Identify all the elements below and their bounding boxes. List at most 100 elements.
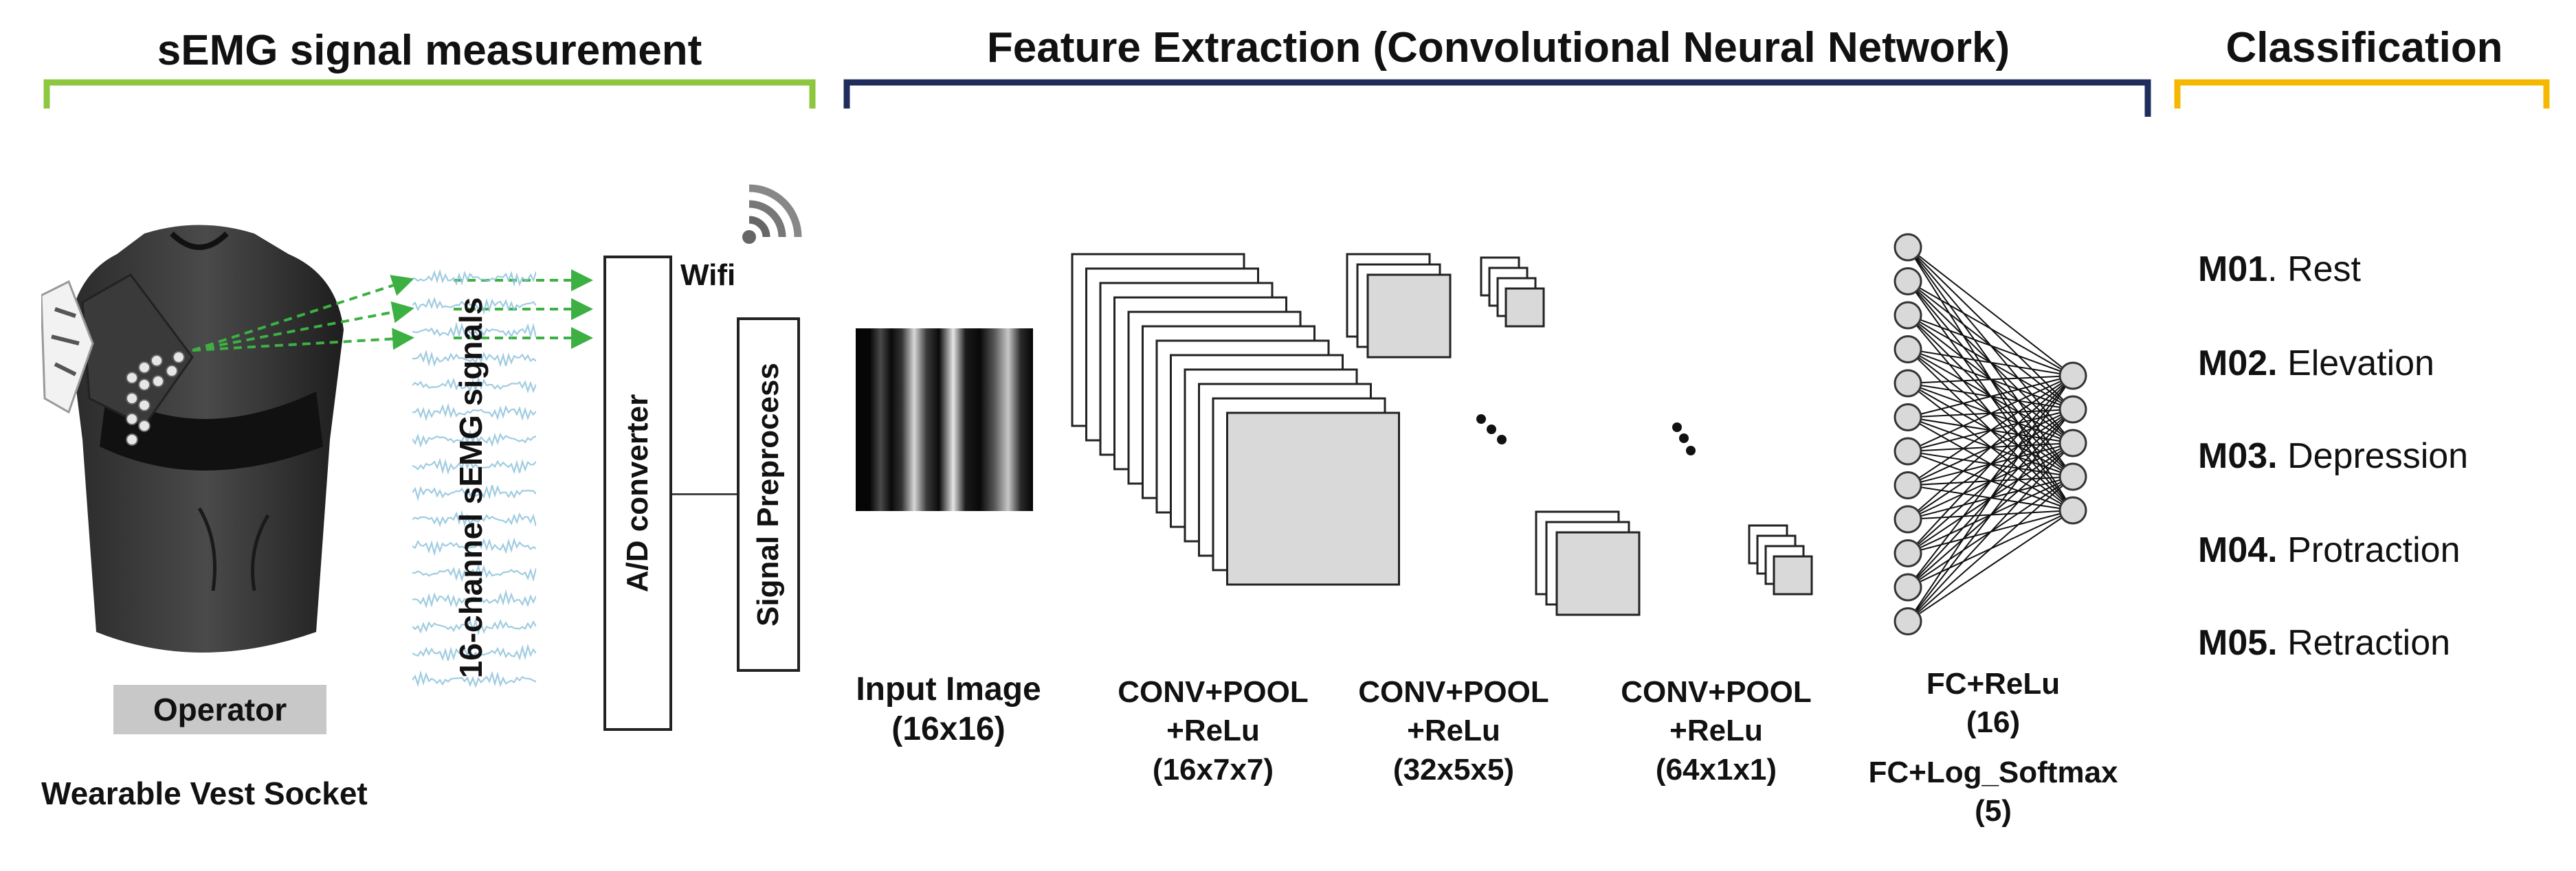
layer2-label: CONV+POOL +ReLu (32x5x5) [1326, 673, 1581, 789]
fc-connection [1907, 375, 2074, 418]
wifi-label: Wifi [680, 258, 736, 292]
signals-label: 16-channel sEMG signals [453, 297, 489, 679]
fc-input-node [1894, 539, 1922, 567]
input-image [856, 328, 1033, 511]
fully-connected-network [1894, 233, 2087, 635]
wifi-icon [742, 184, 802, 244]
adc-preprocess-connector [672, 493, 737, 495]
electrode-array [126, 351, 185, 446]
class-code: M02. [2198, 343, 2278, 383]
ellipsis-dot [1497, 435, 1507, 444]
class-item-m05: M05. Retraction [2198, 622, 2450, 664]
input-image-label-line1: Input Image [856, 671, 1041, 708]
class-name: Retraction [2287, 623, 2451, 663]
section-brackets [43, 79, 2550, 117]
ellipsis-dot [1487, 425, 1496, 434]
class-separator [2278, 436, 2287, 476]
vest-torso-illustration [41, 225, 344, 653]
class-separator [2278, 530, 2287, 570]
layer1-label: CONV+POOL +ReLu (16x7x7) [1086, 673, 1340, 789]
class-code: M01 [2198, 249, 2268, 289]
cnn-feature-maps [1071, 253, 1813, 616]
input-image-label: Input Image (16x16) [835, 670, 1062, 749]
feature-map [1773, 555, 1813, 596]
signal-trace [412, 563, 536, 582]
fc-input-node [1894, 437, 1922, 466]
feature-map [1504, 287, 1545, 328]
fc-input-node [1894, 267, 1922, 295]
fc-connection [1907, 375, 2074, 622]
fc-input-node [1894, 335, 1922, 363]
layer1-label-line2: +ReLu [1166, 714, 1260, 748]
fc-connection [1907, 476, 2074, 622]
signal-trace [412, 589, 536, 609]
ad-converter-label: A/D converter [621, 394, 654, 593]
layer3-label-line1: CONV+POOL [1621, 675, 1812, 709]
fc-connection [1907, 375, 2074, 486]
fc-connection [1907, 442, 2074, 622]
ad-converter-box [603, 256, 672, 731]
measurement-bracket [43, 79, 816, 109]
fc-connection [1907, 315, 2074, 376]
class-name: Rest [2287, 249, 2361, 289]
signal-trace [412, 403, 536, 422]
fc-input-node [1894, 301, 1922, 330]
class-item-m01: M01. Rest [2198, 249, 2361, 290]
signal-trace [412, 269, 536, 287]
signal-trace [412, 618, 536, 636]
fc-input-node [1894, 369, 1922, 398]
fc-connection [1907, 247, 2074, 376]
fc-label-line3: FC+Log_Softmax [1868, 755, 2118, 789]
fc-input-node [1894, 607, 1922, 635]
layer2-label-line2: +ReLu [1407, 714, 1500, 748]
fc-connection [1907, 280, 2074, 376]
fc-connection [1907, 375, 2074, 452]
signal-trace [412, 321, 536, 339]
class-code: M03. [2198, 436, 2278, 476]
signal-trace [412, 670, 536, 688]
signal-trace [412, 510, 536, 528]
signal-preprocess-box [737, 317, 800, 672]
operator-label: Operator [113, 685, 326, 734]
fc-output-node [2058, 496, 2087, 525]
electrode-to-signal-arrows [192, 269, 593, 352]
fc-label: FC+ReLu (16) FC+Log_Softmax (5) [1821, 665, 2165, 830]
fc-connection [1907, 348, 2074, 376]
layer2-label-line3: (32x5x5) [1392, 752, 1515, 787]
feature-bracket [843, 79, 2151, 117]
class-separator [2278, 623, 2287, 663]
fc-output-node [2058, 462, 2087, 491]
class-item-m04: M04. Protraction [2198, 530, 2461, 571]
class-name: Depression [2287, 436, 2469, 476]
class-separator [2278, 343, 2287, 383]
class-item-m03: M03. Depression [2198, 435, 2468, 477]
fc-connection [1907, 510, 2074, 622]
fc-input-node [1894, 471, 1922, 499]
feature-map [1226, 411, 1400, 586]
ellipsis-dot [1679, 433, 1689, 443]
layer1-label-line1: CONV+POOL [1118, 675, 1309, 709]
layer1-label-line3: (16x7x7) [1152, 752, 1274, 787]
class-code: M05. [2198, 623, 2278, 663]
class-name: Elevation [2287, 343, 2434, 383]
signal-trace [412, 376, 536, 394]
class-name: Protraction [2287, 530, 2461, 570]
section-title-classification: Classification [2225, 24, 2503, 71]
signal-trace [412, 296, 536, 315]
fc-connection [1907, 375, 2074, 384]
ellipsis-dot [1476, 414, 1486, 424]
fc-input-node [1894, 505, 1922, 534]
section-title-feature: Feature Extraction (Convolutional Neural… [986, 24, 2010, 71]
signal-trace [412, 349, 536, 367]
classification-bracket [2174, 79, 2550, 109]
fc-output-node [2058, 361, 2087, 390]
vest-socket-label: Wearable Vest Socket [41, 776, 368, 811]
signal-trace [412, 485, 536, 501]
section-title-measurement: sEMG signal measurement [157, 27, 702, 74]
signal-trace [412, 537, 536, 556]
signal-trace [412, 643, 536, 661]
fc-label-line1: FC+ReLu [1926, 667, 2061, 701]
layer3-label-line3: (64x1x1) [1655, 752, 1777, 787]
semg-signal-traces [412, 269, 536, 688]
layer2-label-line1: CONV+POOL [1358, 675, 1549, 709]
